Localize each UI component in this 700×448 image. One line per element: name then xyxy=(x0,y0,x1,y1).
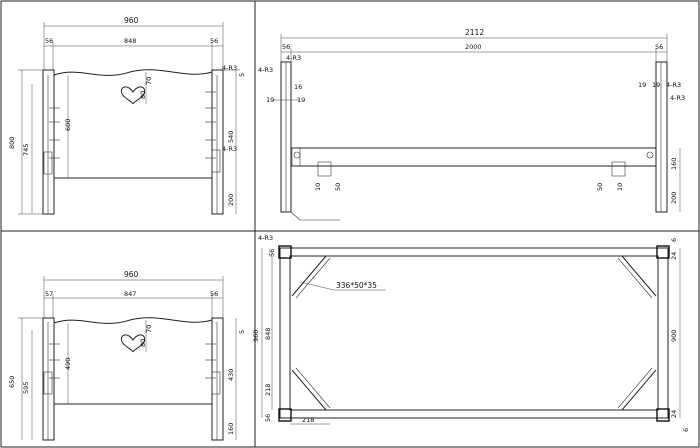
headboard-left-post-width: 56 xyxy=(45,37,53,45)
headboard-radius-top: 4-R3 xyxy=(222,64,237,72)
rail-overall-length: 2112 xyxy=(465,28,484,37)
footboard-overall-height: 650 xyxy=(8,376,16,388)
rail-dim-200: 200 xyxy=(670,192,678,204)
rail-dim-19-a: 19 xyxy=(266,96,274,104)
plan-bracket-label: 336*50*35 xyxy=(336,281,377,290)
side-rail-elevation: 2112 56 2000 56 4-R3 4-R3 16 19 19 10 50 xyxy=(258,28,685,221)
plan-brace-tl xyxy=(291,255,327,297)
headboard-heart-top: 70 xyxy=(145,77,153,85)
headboard-left-post xyxy=(42,69,55,215)
headboard-overall-width: 960 xyxy=(124,16,139,25)
rail-right-post xyxy=(655,61,668,213)
plan-inner-width: 848 xyxy=(264,328,272,340)
footboard-panel-height: 490 xyxy=(64,358,72,370)
plan-right-bot-a: 24 xyxy=(670,410,678,418)
rail-left-post-width: 56 xyxy=(282,43,290,51)
footboard-heart-top: 70 xyxy=(145,325,153,333)
plan-bottom-218-a: 218 xyxy=(264,384,272,396)
plan-brace-tr xyxy=(621,255,657,297)
rail-radius-left-upper: 4-R3 xyxy=(286,54,301,62)
headboard-radius-mid: 4-R3 xyxy=(222,145,237,153)
headboard-inner-span: 848 xyxy=(124,37,136,45)
footboard-elevation: 960 57 847 56 70 80 490 650 595 xyxy=(8,270,246,441)
rail-dim-10-right: 10 xyxy=(616,183,624,191)
headboard-right-post xyxy=(211,69,224,215)
headboard-panel-height: 600 xyxy=(64,119,72,131)
footboard-right-post-width: 56 xyxy=(210,290,218,298)
plan-corner-post-tr xyxy=(656,245,670,259)
rail-dim-19-d: 19 xyxy=(652,81,660,89)
rail-dim-19-b: 19 xyxy=(297,96,305,104)
plan-radius: 4-R3 xyxy=(258,234,273,242)
footboard-hole-spacing: 430 xyxy=(227,369,235,381)
headboard-overall-height: 800 xyxy=(8,137,16,149)
footboard-inner-span: 847 xyxy=(124,290,136,298)
plan-outer-frame xyxy=(279,247,669,419)
headboard-hole-spacing: 540 xyxy=(227,131,235,143)
rail-dim-16: 16 xyxy=(294,83,302,91)
rail-dim-160: 160 xyxy=(670,158,678,170)
plan-brace-br xyxy=(621,369,657,411)
plan-corner-post-tl xyxy=(278,245,292,259)
headboard-heart-cutout xyxy=(120,86,146,105)
headboard-leg-height: 200 xyxy=(227,194,235,206)
footboard-right-post xyxy=(211,317,224,441)
plan-corner-top-left: 56 xyxy=(268,249,276,257)
plan-corner-post-br xyxy=(656,408,670,422)
rail-dim-50-right: 50 xyxy=(596,183,604,191)
plan-overall-width: 960 xyxy=(252,330,260,342)
headboard-post-height: 745 xyxy=(22,144,30,156)
plan-view: 336*50*35 4-R3 56 960 848 218 56 218 6 2… xyxy=(252,234,690,432)
headboard-elevation: 960 56 848 56 70 80 600 800 745 xyxy=(8,16,246,215)
footboard-post-height: 595 xyxy=(22,382,30,394)
plan-bottom-218-b: 218 xyxy=(302,416,314,424)
rail-dim-10-left: 10 xyxy=(314,183,322,191)
headboard-wavy-top xyxy=(53,69,213,76)
rail-right-post-width: 56 xyxy=(655,43,663,51)
plan-right-top-b: 24 xyxy=(670,252,678,260)
rail-radius-right-mid: 4-R3 xyxy=(666,81,681,89)
headboard-top-offset: 5 xyxy=(238,73,246,77)
headboard-heart-height: 80 xyxy=(139,91,147,99)
footboard-heart-cutout xyxy=(120,334,146,353)
footboard-top-offset: 5 xyxy=(238,330,246,334)
rail-radius-right-low: 4-R3 xyxy=(670,94,685,102)
rail-dim-50-left: 50 xyxy=(334,183,342,191)
plan-brace-bl xyxy=(291,369,327,411)
plan-right-bot-b: 6 xyxy=(682,428,690,432)
footboard-left-post xyxy=(42,317,55,441)
footboard-heart-height: 80 xyxy=(139,339,147,347)
plan-right-top-a: 6 xyxy=(670,238,678,242)
headboard-right-post-width: 56 xyxy=(210,37,218,45)
plan-bottom-corner: 56 xyxy=(264,414,272,422)
plan-right-span: 900 xyxy=(670,330,678,342)
rail-inner-span: 2000 xyxy=(465,43,482,51)
footboard-left-post-width: 57 xyxy=(45,290,53,298)
footboard-wavy-top xyxy=(53,317,213,324)
rail-radius-left-top: 4-R3 xyxy=(258,66,273,74)
plan-corner-post-bl xyxy=(278,408,292,422)
footboard-overall-width: 960 xyxy=(124,270,139,279)
footboard-leg-height: 160 xyxy=(227,423,235,435)
rail-dim-19-c: 19 xyxy=(638,81,646,89)
plan-inner-frame xyxy=(289,255,659,411)
